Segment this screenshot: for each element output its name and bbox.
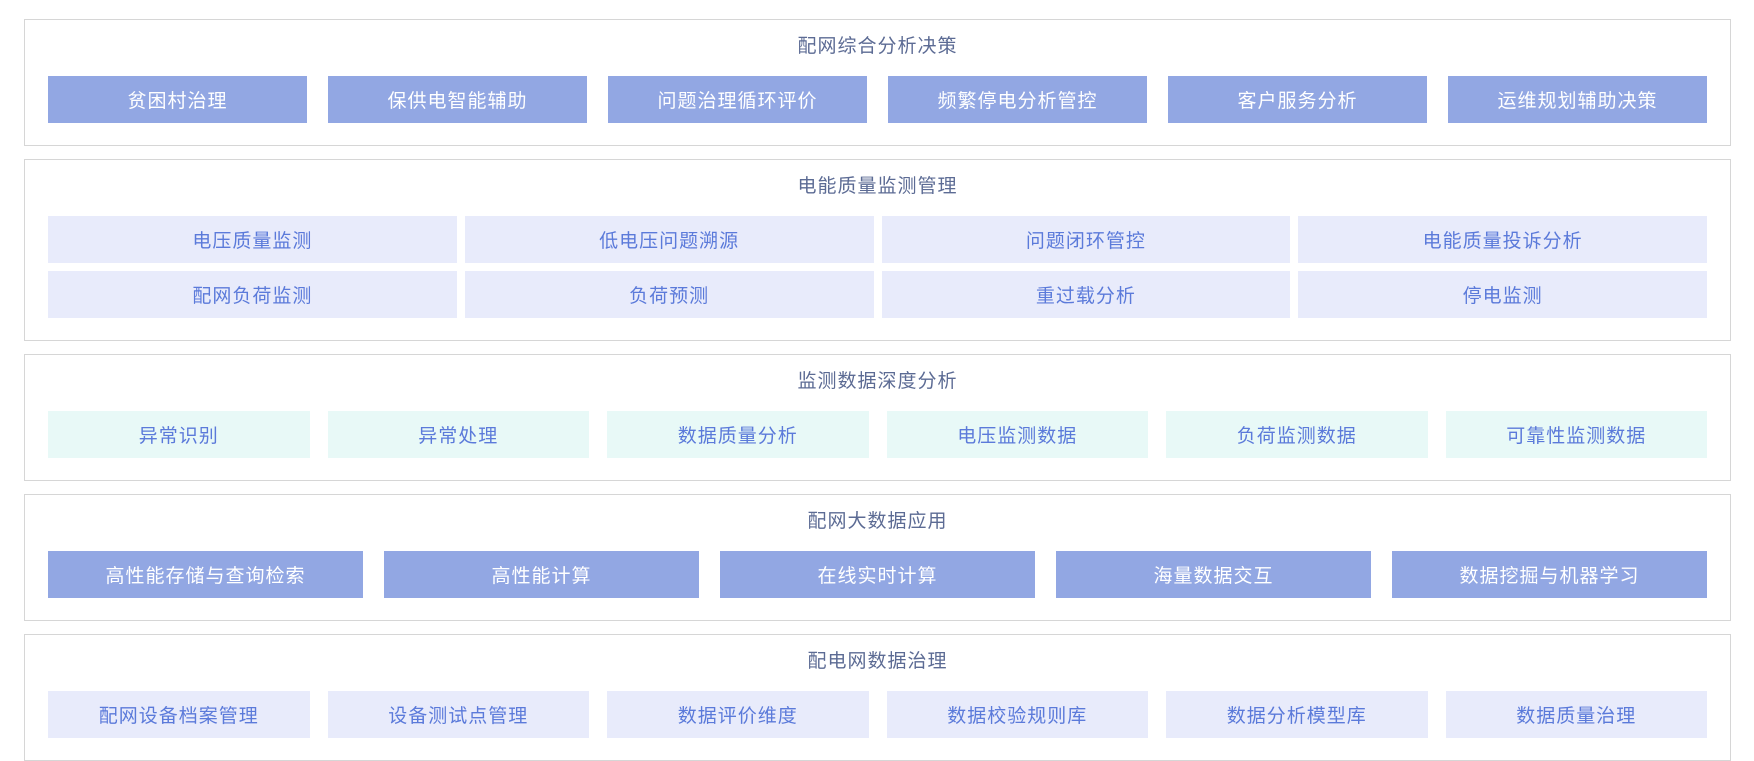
module-button[interactable]: 贫困村治理 (48, 76, 307, 123)
section-card: 电能质量监测管理电压质量监测低电压问题溯源问题闭环管控电能质量投诉分析配网负荷监… (24, 159, 1731, 341)
module-button[interactable]: 数据质量分析 (607, 411, 869, 458)
section-title: 配电网数据治理 (807, 651, 948, 672)
module-button[interactable]: 配网设备档案管理 (48, 691, 310, 738)
module-button[interactable]: 异常处理 (327, 411, 589, 458)
module-button[interactable]: 异常识别 (48, 411, 310, 458)
module-button[interactable]: 数据分析模型库 (1166, 691, 1428, 738)
button-row: 配网负荷监测负荷预测重过载分析停电监测 (48, 271, 1707, 318)
button-row: 异常识别异常处理数据质量分析电压监测数据负荷监测数据可靠性监测数据 (48, 411, 1707, 458)
module-button[interactable]: 重过载分析 (881, 271, 1291, 318)
module-button[interactable]: 电压质量监测 (48, 216, 457, 263)
module-button[interactable]: 数据质量治理 (1445, 691, 1707, 738)
module-button[interactable]: 数据挖掘与机器学习 (1392, 551, 1707, 598)
section-title: 监测数据深度分析 (797, 371, 958, 392)
module-button[interactable]: 电压监测数据 (886, 411, 1148, 458)
module-button[interactable]: 高性能存储与查询检索 (48, 551, 363, 598)
module-button[interactable]: 低电压问题溯源 (464, 216, 874, 263)
button-row: 贫困村治理保供电智能辅助问题治理循环评价频繁停电分析管控客户服务分析运维规划辅助… (48, 76, 1707, 123)
module-button[interactable]: 频繁停电分析管控 (888, 76, 1147, 123)
module-button[interactable]: 配网负荷监测 (48, 271, 457, 318)
module-button[interactable]: 运维规划辅助决策 (1448, 76, 1707, 123)
module-button[interactable]: 可靠性监测数据 (1445, 411, 1707, 458)
button-row: 高性能存储与查询检索高性能计算在线实时计算海量数据交互数据挖掘与机器学习 (48, 551, 1707, 598)
section-card: 配网大数据应用高性能存储与查询检索高性能计算在线实时计算海量数据交互数据挖掘与机… (24, 494, 1731, 621)
module-button[interactable]: 数据校验规则库 (886, 691, 1148, 738)
section-card: 监测数据深度分析异常识别异常处理数据质量分析电压监测数据负荷监测数据可靠性监测数… (24, 354, 1731, 481)
module-button[interactable]: 数据评价维度 (607, 691, 869, 738)
module-button[interactable]: 海量数据交互 (1056, 551, 1371, 598)
section-title: 配网大数据应用 (807, 511, 948, 532)
section-title: 配网综合分析决策 (797, 36, 958, 57)
module-button[interactable]: 保供电智能辅助 (328, 76, 587, 123)
architecture-panels: 配网综合分析决策贫困村治理保供电智能辅助问题治理循环评价频繁停电分析管控客户服务… (24, 19, 1731, 761)
module-button[interactable]: 高性能计算 (384, 551, 699, 598)
module-button[interactable]: 客户服务分析 (1168, 76, 1427, 123)
module-button[interactable]: 问题治理循环评价 (608, 76, 867, 123)
module-button[interactable]: 电能质量投诉分析 (1298, 216, 1707, 263)
module-button[interactable]: 负荷监测数据 (1166, 411, 1428, 458)
module-button[interactable]: 停电监测 (1298, 271, 1707, 318)
section-title: 电能质量监测管理 (797, 176, 958, 197)
module-button[interactable]: 负荷预测 (464, 271, 874, 318)
button-row: 电压质量监测低电压问题溯源问题闭环管控电能质量投诉分析 (48, 216, 1707, 263)
button-row: 配网设备档案管理设备测试点管理数据评价维度数据校验规则库数据分析模型库数据质量治… (48, 691, 1707, 738)
section-card: 配电网数据治理配网设备档案管理设备测试点管理数据评价维度数据校验规则库数据分析模… (24, 634, 1731, 761)
module-button[interactable]: 问题闭环管控 (881, 216, 1291, 263)
section-card: 配网综合分析决策贫困村治理保供电智能辅助问题治理循环评价频繁停电分析管控客户服务… (24, 19, 1731, 146)
module-button[interactable]: 在线实时计算 (720, 551, 1035, 598)
module-button[interactable]: 设备测试点管理 (327, 691, 589, 738)
